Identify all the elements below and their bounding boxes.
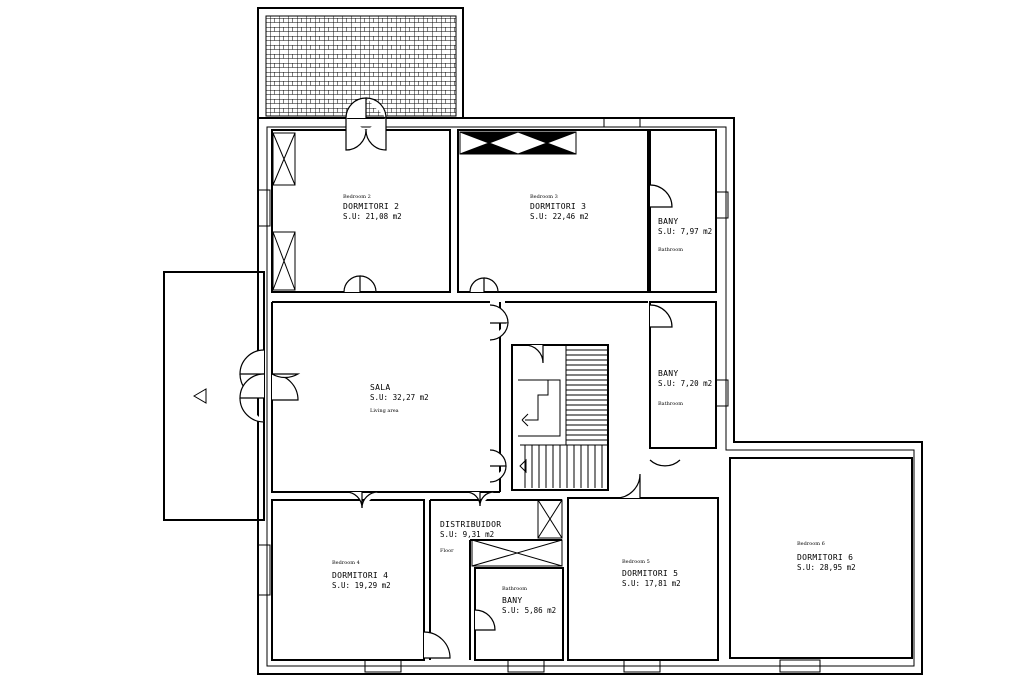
svg-text:Floor: Floor xyxy=(440,548,454,554)
svg-text:S.U: 17,81 m2: S.U: 17,81 m2 xyxy=(622,579,681,588)
svg-text:Living area: Living area xyxy=(370,408,399,414)
svg-text:DORMITORI 3: DORMITORI 3 xyxy=(530,202,586,211)
svg-text:DORMITORI 5: DORMITORI 5 xyxy=(622,569,678,578)
room-label-bedroom6: Bedroom 6 DORMITORI 6 S.U: 28,95 m2 xyxy=(797,541,856,572)
svg-text:S.U: 32,27 m2: S.U: 32,27 m2 xyxy=(370,393,429,402)
room-label-bath1: BANY S.U: 7,97 m2 Bathroom xyxy=(658,217,712,253)
outer-walls xyxy=(257,117,923,675)
svg-text:DISTRIBUIDOR: DISTRIBUIDOR xyxy=(440,520,501,529)
room-label-distribuidor: DISTRIBUIDOR S.U: 9,31 m2 Floor xyxy=(440,520,501,554)
room-label-bath3: Bathroom BANY S.U: 5,86 m2 xyxy=(502,586,556,615)
north-arrow-icon xyxy=(193,388,207,404)
svg-text:S.U: 28,95 m2: S.U: 28,95 m2 xyxy=(797,563,856,572)
svg-text:Bedroom 3: Bedroom 3 xyxy=(530,194,558,200)
svg-text:Bedroom 5: Bedroom 5 xyxy=(622,559,650,565)
room-label-bath2: BANY S.U: 7,20 m2 Bathroom xyxy=(658,369,712,407)
windows xyxy=(257,117,821,673)
svg-text:DORMITORI 4: DORMITORI 4 xyxy=(332,571,388,580)
svg-text:BANY: BANY xyxy=(658,369,678,378)
svg-text:Bedroom 6: Bedroom 6 xyxy=(797,541,825,547)
svg-text:SALA: SALA xyxy=(370,383,390,392)
svg-text:DORMITORI 6: DORMITORI 6 xyxy=(797,553,853,562)
svg-text:S.U: 7,97 m2: S.U: 7,97 m2 xyxy=(658,227,712,236)
room-label-bedroom4: Bedroom 4 DORMITORI 4 S.U: 19,29 m2 xyxy=(332,560,391,590)
room-label-bedroom5: Bedroom 5 DORMITORI 5 S.U: 17,81 m2 xyxy=(622,559,681,588)
svg-text:S.U: 9,31 m2: S.U: 9,31 m2 xyxy=(440,530,494,539)
interior-walls xyxy=(271,129,913,661)
svg-text:BANY: BANY xyxy=(502,596,522,605)
wardrobes xyxy=(272,131,577,567)
svg-text:S.U: 19,29 m2: S.U: 19,29 m2 xyxy=(332,581,391,590)
svg-text:Bathroom: Bathroom xyxy=(658,247,683,253)
svg-text:DORMITORI 2: DORMITORI 2 xyxy=(343,202,399,211)
svg-text:S.U: 7,20 m2: S.U: 7,20 m2 xyxy=(658,379,712,388)
svg-text:BANY: BANY xyxy=(658,217,678,226)
room-label-bedroom3: Bedroom 3 DORMITORI 3 S.U: 22,46 m2 xyxy=(530,194,589,221)
room-label-sala: SALA S.U: 32,27 m2 Living area xyxy=(370,383,429,414)
svg-text:Bedroom 2: Bedroom 2 xyxy=(343,194,371,200)
svg-text:Bathroom: Bathroom xyxy=(502,586,527,592)
svg-text:Bedroom 4: Bedroom 4 xyxy=(332,560,360,566)
svg-text:S.U: 22,46 m2: S.U: 22,46 m2 xyxy=(530,212,589,221)
svg-text:S.U: 21,08 m2: S.U: 21,08 m2 xyxy=(343,212,402,221)
staircase xyxy=(518,349,608,488)
room-label-bedroom2: Bedroom 2 DORMITORI 2 S.U: 21,08 m2 xyxy=(343,194,402,221)
svg-text:S.U: 5,86 m2: S.U: 5,86 m2 xyxy=(502,606,556,615)
svg-text:Bathroom: Bathroom xyxy=(658,401,683,407)
doors xyxy=(239,97,681,659)
